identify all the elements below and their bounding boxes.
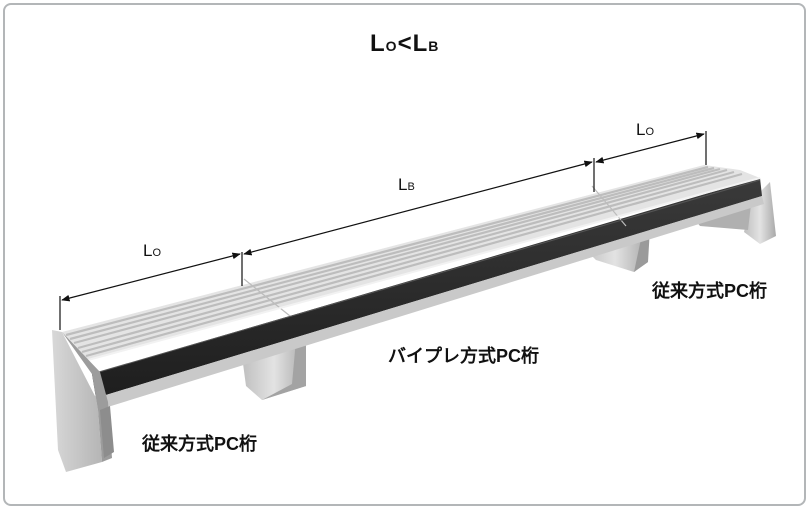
caption-bipre-center: バイプレ方式PC桁 xyxy=(388,346,540,366)
caption-conventional-left: 従来方式PC桁 xyxy=(142,434,258,454)
span-label-left: LO xyxy=(143,241,162,260)
diagram-title: LO<LB xyxy=(370,30,440,57)
span-label-middle: LB xyxy=(398,175,415,194)
span-label-right: LO xyxy=(636,120,655,139)
abutment-left xyxy=(52,330,114,472)
diagram-frame xyxy=(3,3,806,506)
dimension-lines xyxy=(59,131,707,330)
caption-conventional-right: 従来方式PC桁 xyxy=(652,281,768,301)
